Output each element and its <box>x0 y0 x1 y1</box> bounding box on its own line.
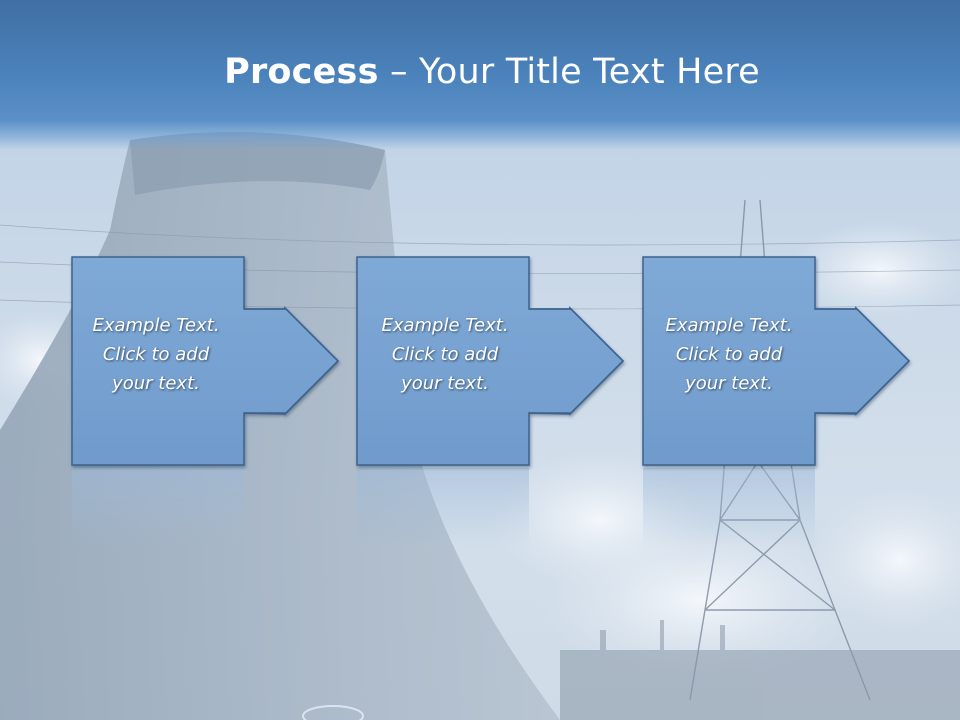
slide-title[interactable]: Process – Your Title Text Here <box>0 52 960 92</box>
step-2-text[interactable]: Example Text. Click to add your text. <box>359 311 531 398</box>
title-rest-part: – Your Title Text Here <box>378 52 760 92</box>
step-3-line-2: Click to add <box>675 344 783 365</box>
step-3-text[interactable]: Example Text. Click to add your text. <box>643 311 815 398</box>
step-1-text[interactable]: Example Text. Click to add your text. <box>70 311 242 398</box>
step-2-line-1: Example Text. <box>381 315 509 336</box>
arrow-right-icon <box>814 306 911 415</box>
arrow-right-icon <box>243 306 340 415</box>
step-2-line-3: your text. <box>401 373 489 394</box>
step-3-line-1: Example Text. <box>665 315 793 336</box>
title-bold-part: Process <box>224 52 379 92</box>
title-band <box>0 0 960 150</box>
step-3-line-3: your text. <box>685 373 773 394</box>
step-1-line-3: your text. <box>112 373 200 394</box>
arrow-right-icon <box>528 306 625 415</box>
step-1-line-1: Example Text. <box>92 315 220 336</box>
step-2-line-2: Click to add <box>391 344 499 365</box>
step-1-line-2: Click to add <box>102 344 210 365</box>
step-reflections <box>72 468 815 548</box>
